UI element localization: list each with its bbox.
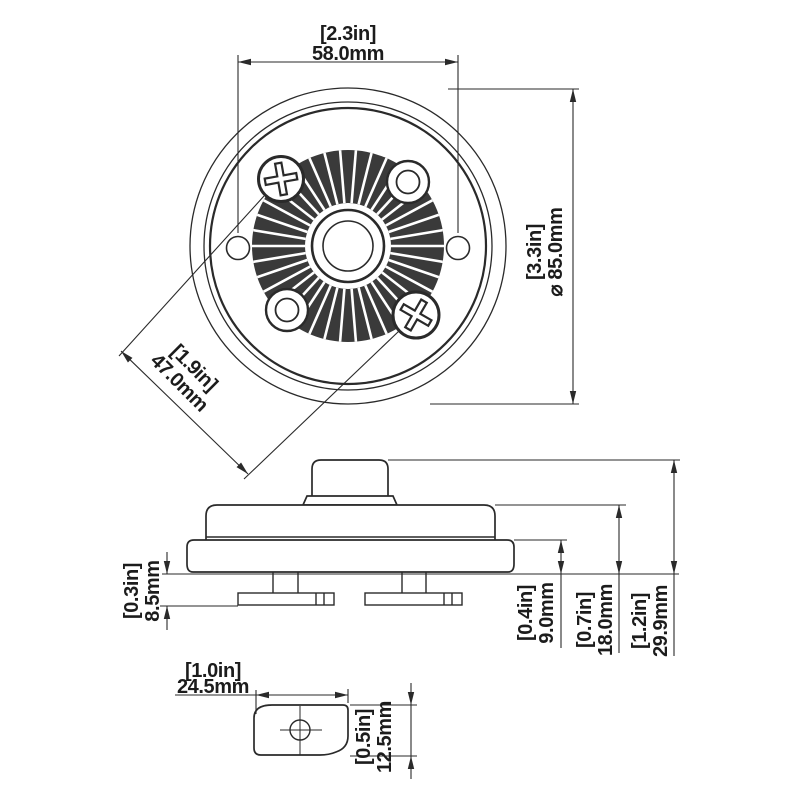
detail-view [253, 704, 349, 756]
knob-lip [301, 495, 399, 506]
dim-overall-height-inches: [1.2in] [629, 593, 651, 649]
dim-outer-diameter-inches: [3.3in] [524, 224, 546, 280]
fin-gap [322, 287, 339, 341]
fin-gap [307, 284, 332, 336]
fin-gap [388, 213, 441, 234]
face-circle [208, 106, 488, 386]
dim-hole-spacing-inches: [2.3in] [320, 23, 376, 45]
dim-body-height-inches: [0.7in] [574, 592, 596, 648]
screw-hole-top-right [385, 159, 431, 205]
top-knob [311, 459, 389, 498]
dim-tab-width: [0.5in] 12.5mm [350, 683, 417, 779]
mount-hole-left [225, 235, 251, 261]
fin-gap [364, 284, 389, 336]
dim-clip-depth-mm: 8.5mm [142, 560, 164, 621]
phillips-cross-icon [399, 298, 433, 332]
dim-outer-diameter-mm: ⌀ 85.0mm [545, 208, 567, 297]
phillips-screw-top-left [257, 155, 305, 203]
fin-gap [262, 198, 311, 227]
dim-overall-height-mm: 29.9mm [650, 585, 672, 657]
dim-tab-length-mm: 24.5mm [177, 676, 249, 698]
dim-body-height-mm: 18.0mm [595, 584, 617, 656]
dim-outer-diameter: [3.3in] ⌀ 85.0mm [430, 88, 579, 405]
dim-body-height: [0.7in] 18.0mm [495, 504, 626, 656]
dim-hole-spacing-mm: 58.0mm [312, 43, 384, 65]
dim-tab-length: [1.0in] 24.5mm [175, 660, 349, 714]
dim-flange-height-mm: 9.0mm [536, 582, 558, 643]
outer-rim-circle [189, 87, 507, 405]
fin-gap [338, 288, 346, 342]
bezel-circle [203, 101, 493, 391]
phillips-cross-icon [263, 161, 299, 197]
fin-gap [307, 156, 332, 208]
fin-gap [252, 228, 306, 241]
center-hub-circle [310, 208, 386, 284]
fin-gap [350, 150, 358, 204]
fin-gap [255, 213, 308, 234]
side-view [162, 459, 679, 606]
mounting-clip-right [364, 572, 463, 606]
fin-gap [262, 265, 311, 294]
fin-gap [338, 150, 346, 204]
fin-gap [357, 287, 374, 341]
mounting-clip-left [237, 572, 335, 606]
fin-gap [322, 151, 339, 205]
fin-gap [255, 258, 308, 279]
hub-face [305, 203, 391, 289]
fin-gap [364, 156, 389, 208]
fin-gap [390, 251, 444, 264]
top-view [189, 87, 507, 405]
fin-gap [388, 258, 441, 279]
dim-tab-width-inches: [0.5in] [353, 709, 375, 765]
dim-tab-width-mm: 12.5mm [374, 701, 396, 773]
fin-gap [252, 251, 306, 264]
dim-tab-length-inches: [1.0in] [185, 660, 241, 682]
base-flange [186, 539, 515, 573]
fin-gap [385, 198, 434, 227]
tab-hole-crosshair [280, 706, 322, 755]
fin-gap [357, 151, 374, 205]
center-bore-circle [322, 220, 374, 272]
phillips-screw-bottom-right [391, 290, 441, 340]
upper-housing [205, 504, 496, 540]
dim-clip-depth-inches: [0.3in] [121, 563, 143, 619]
fin-gap [350, 288, 358, 342]
dim-clip-depth: [0.3in] 8.5mm [121, 552, 238, 630]
fin-gap [385, 265, 434, 294]
dim-flange-height-inches: [0.4in] [515, 585, 537, 641]
dim-overall-height: [1.2in] 29.9mm [388, 459, 680, 657]
mount-hole-right [445, 235, 471, 261]
fin-gap [390, 228, 444, 241]
dim-flange-height: [0.4in] 9.0mm [514, 539, 567, 648]
screw-hole-bottom-left [264, 287, 310, 333]
dim-hole-spacing: [2.3in] 58.0mm [237, 23, 459, 233]
